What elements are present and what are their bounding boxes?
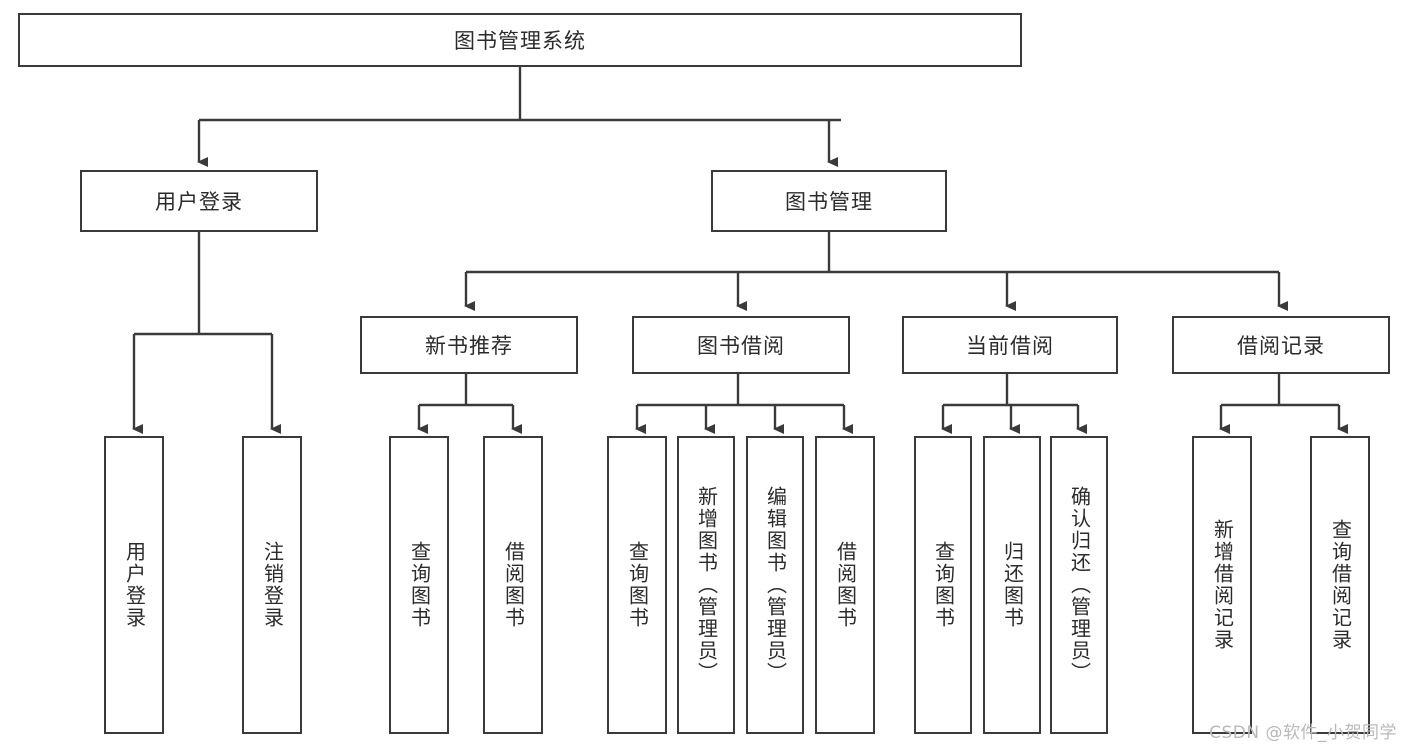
- node-leaf-current-query-label: 查询图书: [931, 541, 956, 629]
- node-leaf-rec-query-label: 查询图书: [407, 541, 432, 629]
- node-leaf-borrow-query-label: 查询图书: [625, 541, 650, 629]
- node-leaf-borrow-add-label: 新增图书（管理员）: [694, 486, 719, 684]
- node-leaf-user-logout[interactable]: 注销登录: [242, 436, 302, 734]
- node-leaf-current-query[interactable]: 查询图书: [914, 436, 972, 734]
- node-root-label: 图书管理系统: [454, 29, 586, 53]
- node-leaf-borrow-do[interactable]: 借阅图书: [815, 436, 875, 734]
- node-leaf-current-return[interactable]: 归还图书: [983, 436, 1041, 734]
- node-leaf-current-return-label: 归还图书: [1000, 541, 1025, 629]
- node-leaf-rec-borrow[interactable]: 借阅图书: [483, 436, 543, 734]
- node-borrow-record-label: 借阅记录: [1237, 334, 1325, 358]
- node-leaf-record-query-label: 查询借阅记录: [1328, 519, 1353, 651]
- node-user-login-label: 用户登录: [155, 190, 243, 214]
- node-leaf-record-add-label: 新增借阅记录: [1210, 519, 1235, 651]
- node-book-borrow[interactable]: 图书借阅: [632, 316, 850, 374]
- node-leaf-rec-borrow-label: 借阅图书: [501, 541, 526, 629]
- node-new-book-rec[interactable]: 新书推荐: [360, 316, 578, 374]
- node-book-manage[interactable]: 图书管理: [711, 170, 947, 232]
- node-leaf-borrow-edit[interactable]: 编辑图书（管理员）: [746, 436, 804, 734]
- node-borrow-record[interactable]: 借阅记录: [1172, 316, 1390, 374]
- node-leaf-user-logout-label: 注销登录: [260, 541, 285, 629]
- node-leaf-record-query[interactable]: 查询借阅记录: [1310, 436, 1370, 734]
- node-leaf-user-login[interactable]: 用户登录: [104, 436, 164, 734]
- node-leaf-user-login-label: 用户登录: [122, 541, 147, 629]
- node-leaf-borrow-add[interactable]: 新增图书（管理员）: [677, 436, 735, 734]
- node-leaf-rec-query[interactable]: 查询图书: [389, 436, 449, 734]
- node-leaf-borrow-do-label: 借阅图书: [833, 541, 858, 629]
- node-user-login[interactable]: 用户登录: [80, 170, 318, 232]
- node-leaf-current-confirm[interactable]: 确认归还（管理员）: [1050, 436, 1108, 734]
- node-book-manage-label: 图书管理: [785, 190, 873, 214]
- node-leaf-record-add[interactable]: 新增借阅记录: [1192, 436, 1252, 734]
- node-leaf-current-confirm-label: 确认归还（管理员）: [1067, 486, 1092, 684]
- node-book-borrow-label: 图书借阅: [697, 334, 785, 358]
- node-root[interactable]: 图书管理系统: [18, 13, 1022, 67]
- node-current-borrow[interactable]: 当前借阅: [902, 316, 1118, 374]
- node-leaf-borrow-query[interactable]: 查询图书: [607, 436, 667, 734]
- node-current-borrow-label: 当前借阅: [966, 334, 1054, 358]
- node-leaf-borrow-edit-label: 编辑图书（管理员）: [763, 486, 788, 684]
- node-new-book-rec-label: 新书推荐: [425, 334, 513, 358]
